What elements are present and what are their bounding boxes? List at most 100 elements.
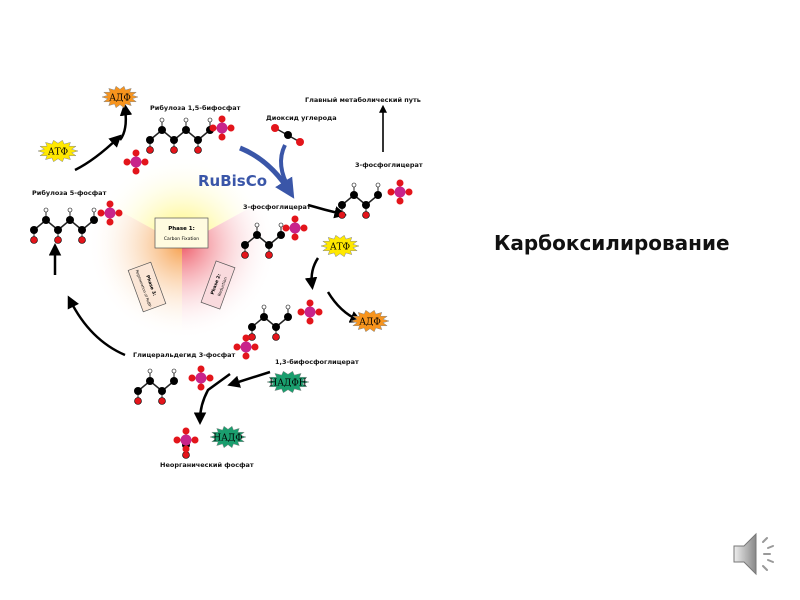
label-co2: Диоксид углерода [266,114,337,122]
oxygen-atom [306,299,314,307]
adp-star-top: АДФ [101,85,139,109]
oxygen-atom [173,436,181,444]
oxygen-atom [30,236,38,244]
carbon-atom [338,201,346,209]
oxygen-atom [206,374,214,382]
oxygen-atom [218,133,226,141]
phosphorus-atom [195,372,207,384]
oxygen-atom [106,200,114,208]
g3p-molecule [134,365,214,405]
labels: Рибулоза 1,5-бифосфат Диоксид углерода Г… [32,96,423,469]
carbon-atom [248,323,256,331]
carbon-atom [146,377,154,385]
label-main-path: Главный метаболический путь [305,96,421,104]
adp-star-right: АДФ [350,309,390,333]
oxygen-atom [242,334,250,342]
oxygen-atom [300,224,308,232]
oxygen-atom [265,251,273,259]
oxygen-atom [306,317,314,325]
carbon-atom [78,226,86,234]
phase1-title: Phase 1: [168,226,195,232]
hydrogen-atom [159,117,165,123]
pi-molecule [173,427,199,459]
carbon-atom [194,136,202,144]
phosphorus-atom [180,434,192,446]
phase1-subtitle: Carbon Fixation [164,236,199,242]
molecules [30,115,413,459]
oxygen-atom [209,124,217,132]
atp-star-right: АТФ [320,234,360,258]
label-ru5p: Рибулоза 5-фосфат [32,189,107,197]
oxygen-atom [272,333,280,341]
atp-star-left-label: АТФ [48,148,68,158]
label-pga-mid: 3-фосфоглицерат [243,203,311,211]
carbon-atom [90,216,98,224]
atp-star-left: АТФ [37,139,79,163]
oxygen-atom [315,308,323,316]
oxygen-atom [191,436,199,444]
oxygen-atom [362,211,370,219]
oxygen-atom [197,365,205,373]
oxygen-atom [170,146,178,154]
phosphorus-atom [289,222,301,234]
rubisco-label: RuBisCo [198,172,267,190]
hydrogen-atom [254,222,260,228]
oxygen-atom [291,215,299,223]
phosphorus-atom [394,186,406,198]
oxygen-atom [97,209,105,217]
carbon-atom [284,313,292,321]
oxygen-atom [227,124,235,132]
hydrogen-atom [375,182,381,188]
bpg-molecule [233,299,323,360]
nadp-star-label: НАДФ [213,434,242,444]
speaker-icon[interactable] [730,528,780,580]
slide-title: Карбоксилирование [494,231,730,255]
hydrogen-atom [207,117,213,123]
oxygen-atom [194,146,202,154]
carbon-atom [272,323,280,331]
label-bpg: 1,3-бифосфоглицерат [275,358,359,366]
oxygen-atom [396,197,404,205]
oxygen-atom [182,445,190,453]
adp-star-top-label: АДФ [109,94,131,104]
oxygen-atom [297,308,305,316]
carbon-atom [374,191,382,199]
atp-star-right-label: АТФ [330,243,350,253]
carbon-atom [66,216,74,224]
oxygen-atom [387,188,395,196]
label-pi: Неорганический фосфат [160,461,254,469]
oxygen-atom [146,146,154,154]
phosphorus-atom [130,156,142,168]
pga-mid-molecule [241,215,308,259]
oxygen-atom [242,352,250,360]
phase2-box: Phase 2: Reduction [200,260,236,310]
carbon-atom [182,126,190,134]
carbon-atom [146,136,154,144]
oxygen-atom [182,451,190,459]
oxygen-atom [158,397,166,405]
co2-atom [284,131,292,139]
hydrogen-atom [261,304,267,310]
oxygen-atom [106,218,114,226]
hydrogen-atom [67,207,73,213]
oxygen-atom [233,343,241,351]
carbon-atom [158,387,166,395]
phase1-box: Phase 1: Carbon Fixation [154,217,209,249]
oxygen-atom [282,224,290,232]
carbon-atom [241,241,249,249]
oxygen-atom [132,167,140,175]
oxygen-atom [123,158,131,166]
phosphorus-atom [304,306,316,318]
carbon-atom [362,201,370,209]
carbon-atom [30,226,38,234]
phase2-subtitle: Reduction [216,276,228,297]
rubp-molecule [123,115,235,175]
carbon-atom [277,231,285,239]
carbon-atom [265,241,273,249]
oxygen-atom [134,397,142,405]
co2-atom [271,124,279,132]
label-g3p: Глицеральдегид 3-фосфат [133,351,236,359]
label-pga-right: 3-фосфоглицерат [355,161,423,169]
